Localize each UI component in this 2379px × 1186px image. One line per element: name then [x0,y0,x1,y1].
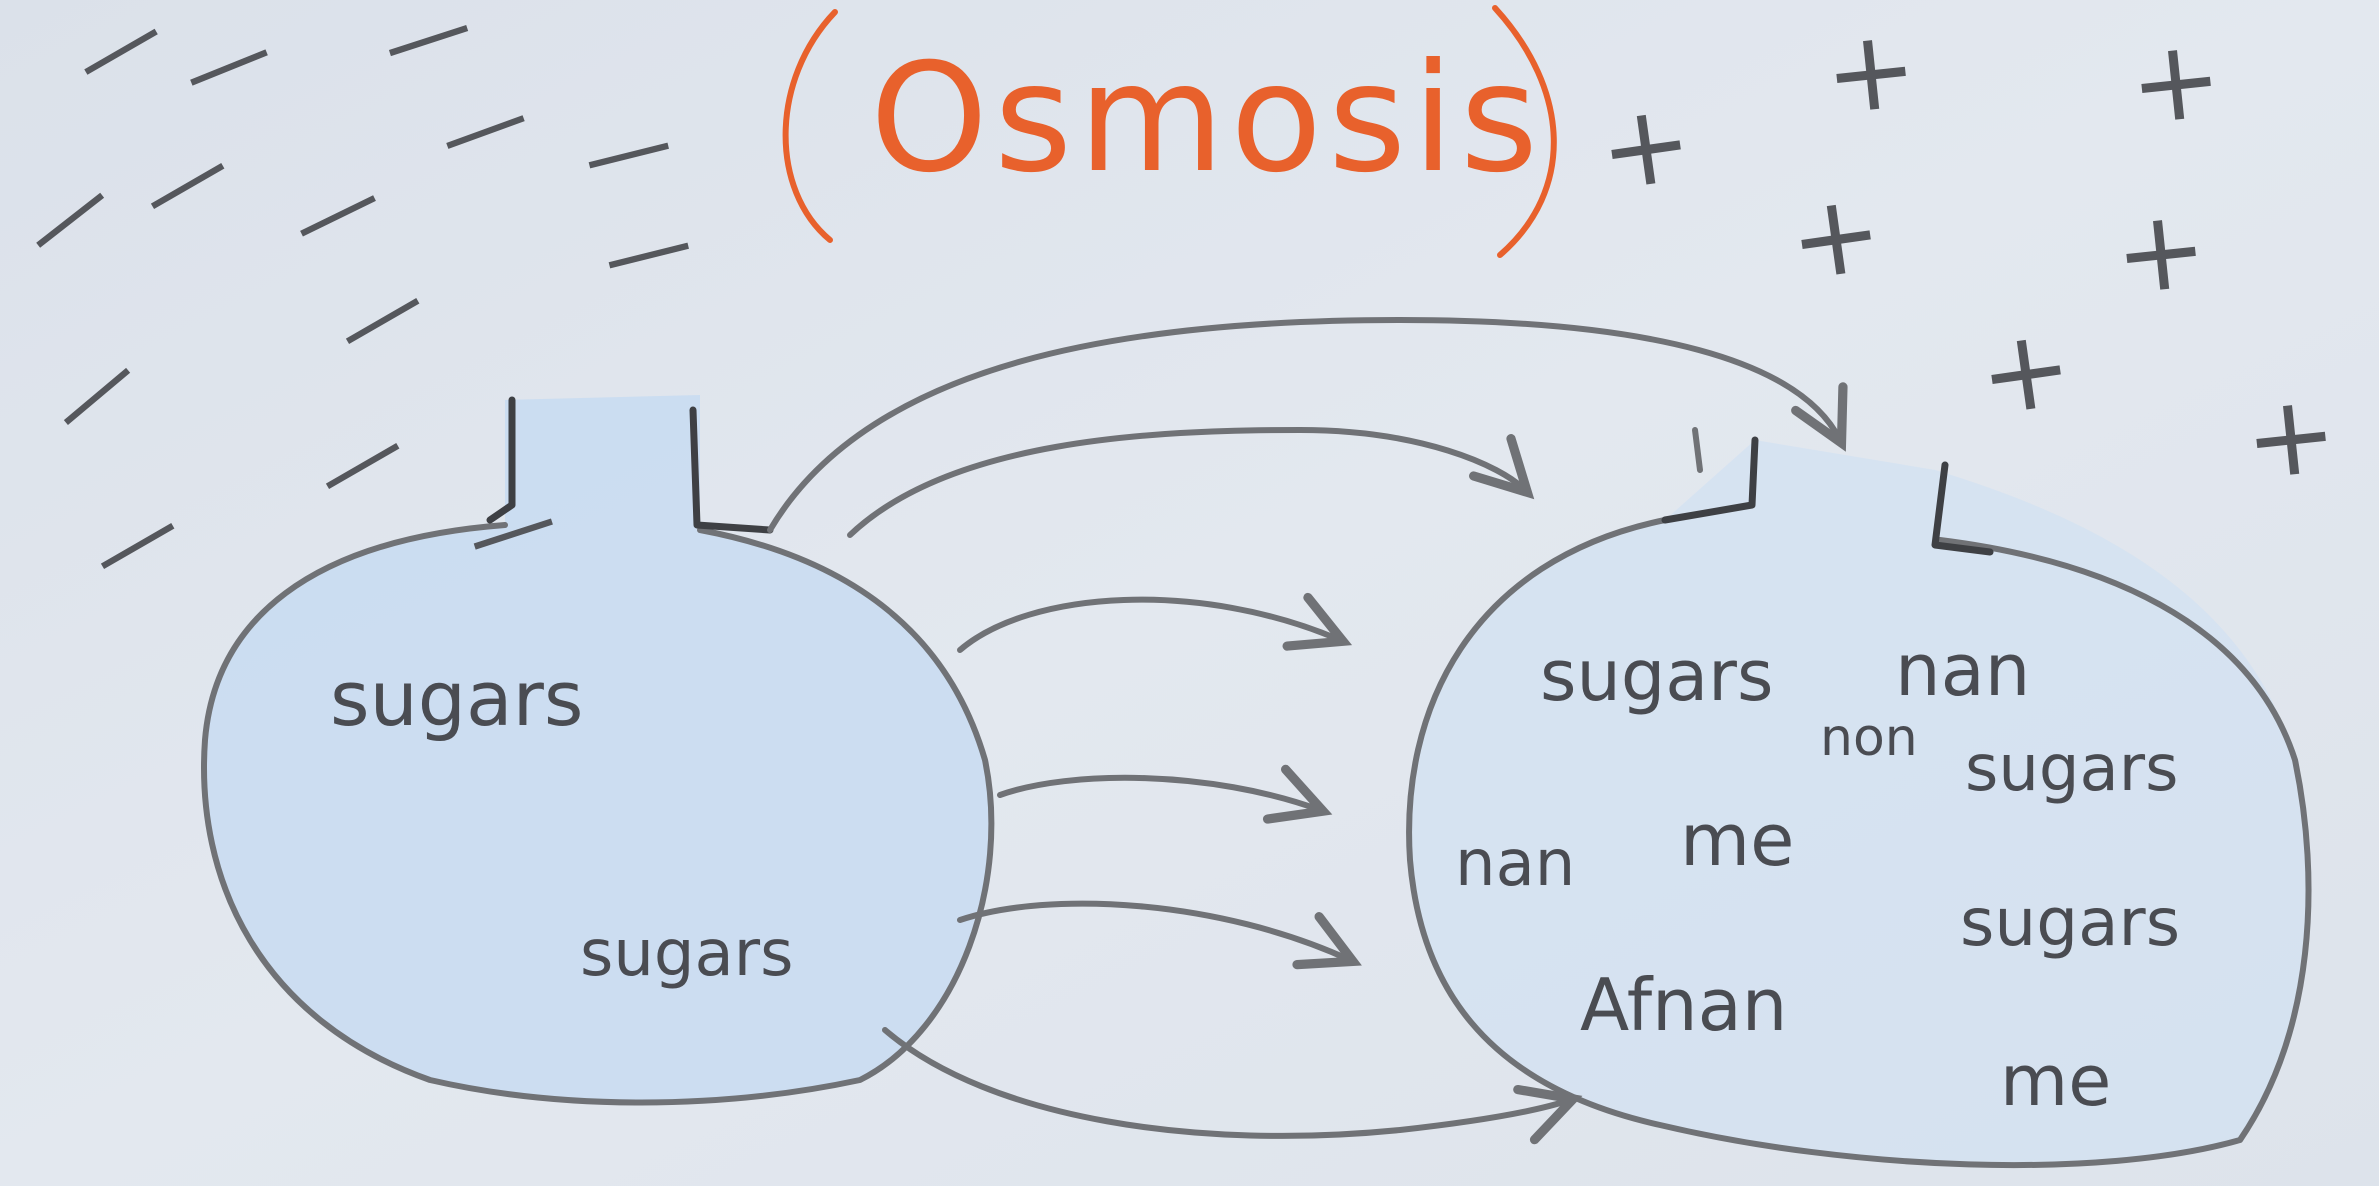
plus-symbols: + + + + + + + + [1591,3,2343,505]
right-label-me-2: me [2000,1040,2111,1122]
plus-symbol: + [1971,301,2080,441]
arrow-top-outer [767,317,1848,533]
plus-symbol: + [1818,3,1923,140]
arrow-middle-1 [957,592,1353,653]
plus-symbol: + [2123,13,2228,150]
arrow-middle-2 [997,764,1333,824]
title-group: Osmosis [782,5,1557,258]
right-label-afnan: Afnan [1580,963,1787,1047]
right-neck-right [1931,461,1994,556]
right-label-me-1: me [1680,798,1794,882]
right-cell-fill [1409,440,2309,1166]
right-cell-outline [1406,517,2312,1169]
plus-symbol: + [2238,368,2343,505]
left-label-1: sugars [330,654,583,743]
arrow-top-inner [847,427,1535,538]
left-neck-right [689,406,774,534]
title-text: Osmosis [870,32,1544,206]
title-left-paren [782,9,838,243]
left-cell-fill [204,395,992,1103]
left-label-2: sugars [580,917,793,991]
right-label-non: non [1820,708,1918,768]
right-neck-tick [1692,427,1703,473]
plus-symbol: + [1781,166,1890,306]
right-cell: sugars nan non sugars nan me sugars Afna… [1406,427,2312,1169]
right-label-nan-1: nan [1895,628,2030,712]
right-label-sugars-1: sugars [1540,635,1773,717]
left-cell: sugars sugars [201,395,995,1106]
arrows-group [767,317,1848,1145]
plus-symbol: + [2108,183,2213,320]
right-label-sugars-2: sugars [1965,732,2178,806]
right-neck-left [1661,436,1759,524]
arrow-bottom [882,1027,1583,1145]
left-cell-outline [201,522,995,1106]
left-neck-left [486,396,516,524]
plus-symbol: + [1591,76,1700,216]
right-label-sugars-3: sugars [1960,884,2180,961]
right-label-nan-2: nan [1455,827,1575,901]
arrow-middle-3 [957,900,1362,970]
title-right-paren [1492,5,1557,258]
